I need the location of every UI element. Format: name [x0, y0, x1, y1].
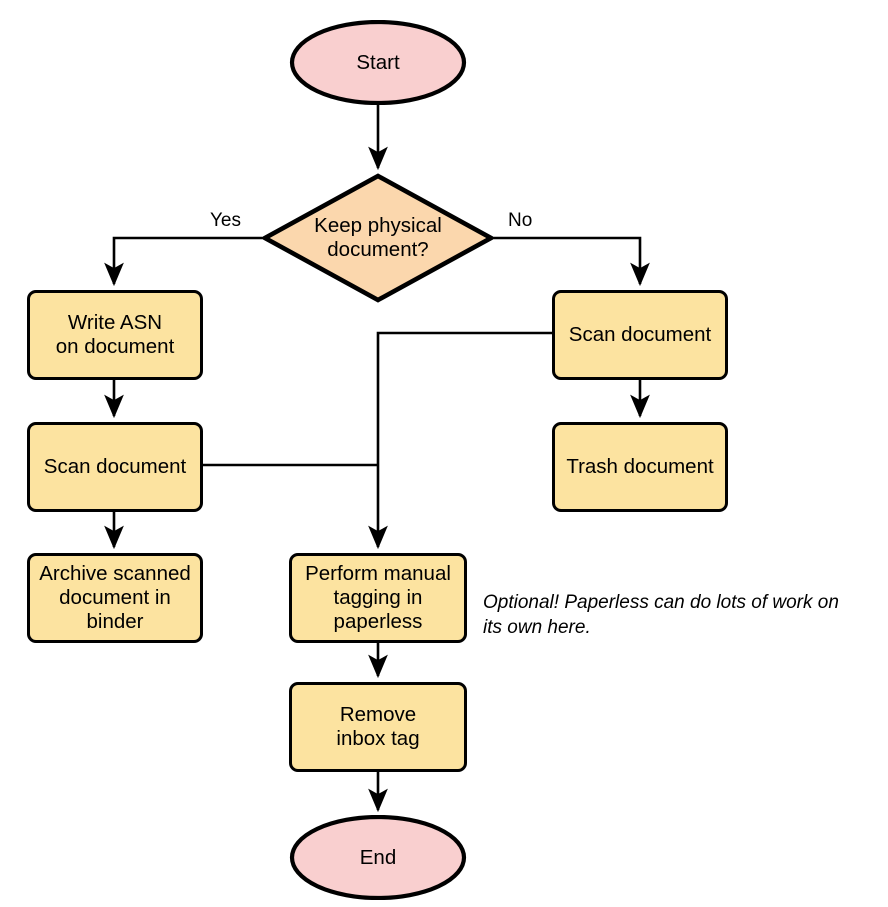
start-ellipse-shape — [289, 20, 467, 105]
decision-diamond-shape — [262, 173, 494, 303]
decision-label-line-1: Keep physical — [314, 214, 442, 238]
edge-decision-no-to-scan-right — [494, 236, 650, 287]
annotation-line-2: its own here. — [483, 617, 591, 639]
trash-label-line-1: Trash document — [566, 455, 714, 479]
archive-label-line-2: document in — [59, 586, 171, 610]
tagging-label-line-3: paperless — [333, 609, 423, 633]
scan-left-label-line-1: Scan document — [43, 455, 187, 479]
write-asn-label-line-2: on document — [55, 335, 175, 358]
node-write-asn-label: Write ASN on document — [56, 311, 175, 359]
node-start-label: Start — [356, 50, 400, 74]
decision-label-line-2: document? — [327, 238, 429, 261]
node-remove-inbox-tag[interactable]: Remove inbox tag — [289, 682, 467, 772]
edge-label-no: No — [508, 210, 533, 231]
edge-decision-yes-to-write-asn — [104, 236, 262, 287]
node-archive-label: Archive scanned document in binder — [39, 562, 191, 633]
scan-right-label-line-1: Scan document — [568, 323, 712, 347]
archive-label-line-3: binder — [86, 609, 144, 633]
node-scan-right-label: Scan document — [569, 323, 711, 347]
write-asn-label-line-1: Write ASN — [67, 311, 163, 335]
remove-inbox-label-line-2: inbox tag — [336, 727, 420, 750]
node-tagging-label: Perform manual tagging in paperless — [305, 562, 451, 633]
node-scan-left-label: Scan document — [44, 455, 186, 479]
remove-inbox-label-line-1: Remove — [339, 703, 417, 727]
node-scan-document-right[interactable]: Scan document — [552, 290, 728, 380]
annotation-line-1: Optional! Paperless can do lots of work … — [483, 592, 839, 613]
node-remove-inbox-label: Remove inbox tag — [336, 703, 419, 751]
node-write-asn-on-document[interactable]: Write ASN on document — [27, 290, 203, 380]
node-end[interactable]: End — [289, 815, 467, 900]
tagging-label-line-2: tagging in — [333, 586, 423, 610]
end-ellipse-shape — [289, 815, 467, 900]
node-scan-document-left[interactable]: Scan document — [27, 422, 203, 512]
node-keep-physical-document-decision[interactable]: Keep physical document? — [262, 173, 494, 303]
node-end-label: End — [359, 845, 397, 869]
node-trash-document[interactable]: Trash document — [552, 422, 728, 512]
node-archive-scanned-document[interactable]: Archive scanned document in binder — [27, 553, 203, 643]
node-decision-label: Keep physical document? — [314, 214, 442, 262]
edge-scan-right-to-tagging — [368, 331, 552, 550]
node-start[interactable]: Start — [289, 20, 467, 105]
node-trash-label: Trash document — [566, 455, 713, 479]
edge-label-yes: Yes — [210, 210, 241, 231]
node-perform-manual-tagging[interactable]: Perform manual tagging in paperless — [289, 553, 467, 643]
tagging-label-line-1: Perform manual — [305, 562, 451, 586]
annotation-optional-note: Optional! Paperless can do lots of work … — [483, 590, 883, 640]
archive-label-line-1: Archive scanned — [39, 562, 191, 586]
